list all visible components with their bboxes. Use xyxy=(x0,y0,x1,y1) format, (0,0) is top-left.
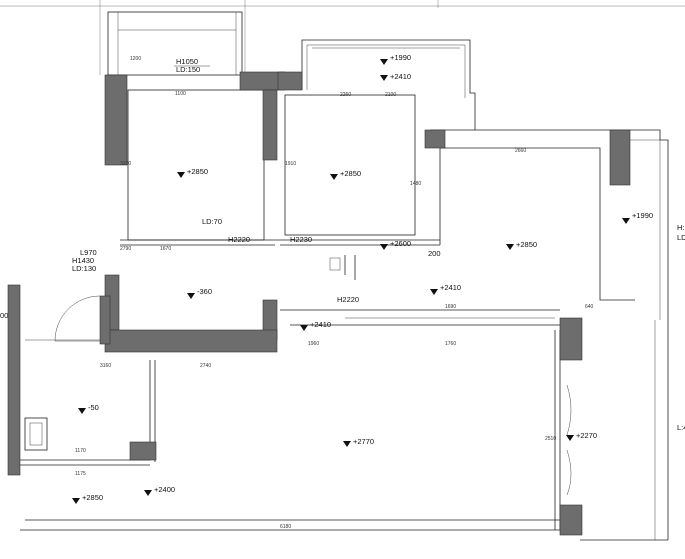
svg-text:+2410: +2410 xyxy=(390,72,411,81)
dimension-label: 1760 xyxy=(445,341,456,347)
door-height-label: H2220 xyxy=(228,235,250,244)
dimension-label: 1690 xyxy=(445,304,456,310)
level-marker: +2410 xyxy=(380,72,411,81)
level-marker: +2410 xyxy=(430,283,461,295)
level-marker: +2270 xyxy=(566,431,597,441)
dimension-label: 1910 xyxy=(285,161,296,167)
dimension-label: 1670 xyxy=(160,246,171,252)
dimension-label: 2100 xyxy=(385,92,396,98)
svg-text:+2270: +2270 xyxy=(576,431,597,440)
edge-label: L:4 xyxy=(677,423,685,432)
level-marker: +2850 xyxy=(330,169,361,180)
dimension-label: 1175 xyxy=(75,471,86,477)
svg-text:+2600: +2600 xyxy=(390,239,411,248)
dimension-label: 2790 xyxy=(120,246,131,252)
top-balcony-outline xyxy=(107,11,243,76)
svg-text:+2770: +2770 xyxy=(353,437,374,446)
edge-label: H: xyxy=(677,223,685,232)
svg-text:+2400: +2400 xyxy=(154,485,175,494)
svg-text:+2850: +2850 xyxy=(516,240,537,249)
level-marker: +2770 xyxy=(343,437,374,447)
door-height-label: H2230 xyxy=(290,235,312,244)
window-ld-label: LD:150 xyxy=(176,65,200,74)
interior-lines xyxy=(20,89,635,531)
dimension-label: 2740 xyxy=(200,363,211,369)
level-marker: -50 xyxy=(78,403,99,414)
window-height-label: H1050 xyxy=(176,57,198,66)
dimension-label: 3320 xyxy=(120,161,131,167)
door-height-label: H2220 xyxy=(337,295,359,304)
dimension-label: 640 xyxy=(585,304,594,310)
dimension-label: 1480 xyxy=(410,181,421,187)
level-marker: -360 xyxy=(187,287,212,299)
level-marker: +2850 xyxy=(506,240,537,250)
side-window-l-label: L970 xyxy=(80,248,97,257)
dimension-label: 2260 xyxy=(340,92,351,98)
dimension-label: 3160 xyxy=(100,363,111,369)
door-swings xyxy=(54,295,572,496)
dimension-label: 6180 xyxy=(280,524,291,530)
svg-text:+1990: +1990 xyxy=(632,211,653,220)
svg-text:+2410: +2410 xyxy=(440,283,461,292)
dimension-label: 1100 xyxy=(175,91,186,97)
top-middle-balcony-outline xyxy=(301,39,476,130)
door-width-label: 200 xyxy=(428,249,441,258)
dimension-labels: 1100 3320 2260 1910 2660 1670 1480 2740 … xyxy=(75,56,594,530)
svg-text:+1990: +1990 xyxy=(390,53,411,62)
svg-text:+2850: +2850 xyxy=(340,169,361,178)
right-outline xyxy=(430,129,669,541)
svg-text:+2410: +2410 xyxy=(310,320,331,329)
level-marker: +1990 xyxy=(622,211,653,224)
level-marker: +2410 xyxy=(300,320,331,331)
dimension-label: 1200 xyxy=(130,56,141,62)
level-marker: +2400 xyxy=(144,485,175,496)
level-marker: +2850 xyxy=(177,167,208,178)
dimension-label: 2510 xyxy=(545,436,556,442)
side-window-h-label: H1430 xyxy=(72,256,94,265)
annotation-labels: H1050 LD:150 L970 H1430 LD:130 LD:70 H22… xyxy=(0,57,685,432)
level-marker: +2600 xyxy=(380,239,411,250)
dimension-label: 1170 xyxy=(75,448,86,454)
structural-walls xyxy=(7,71,631,536)
svg-text:+2850: +2850 xyxy=(82,493,103,502)
svg-text:+2850: +2850 xyxy=(187,167,208,176)
frame-lines xyxy=(0,0,685,75)
level-markers: +2850 +2850 +2850 +1990 +2410 +1990 +260… xyxy=(72,53,653,504)
edge-label: LD xyxy=(677,233,685,242)
svg-text:-360: -360 xyxy=(197,287,212,296)
dimension-label: 1960 xyxy=(308,341,319,347)
level-marker: +1990 xyxy=(380,53,411,65)
svg-text:-50: -50 xyxy=(88,403,99,412)
level-marker: +2850 xyxy=(72,493,103,504)
side-window-ld-label: LD:130 xyxy=(72,264,96,273)
edge-label: 00 xyxy=(0,311,8,320)
door-ld-label: LD:70 xyxy=(202,217,222,226)
dimension-label: 2660 xyxy=(515,148,526,154)
